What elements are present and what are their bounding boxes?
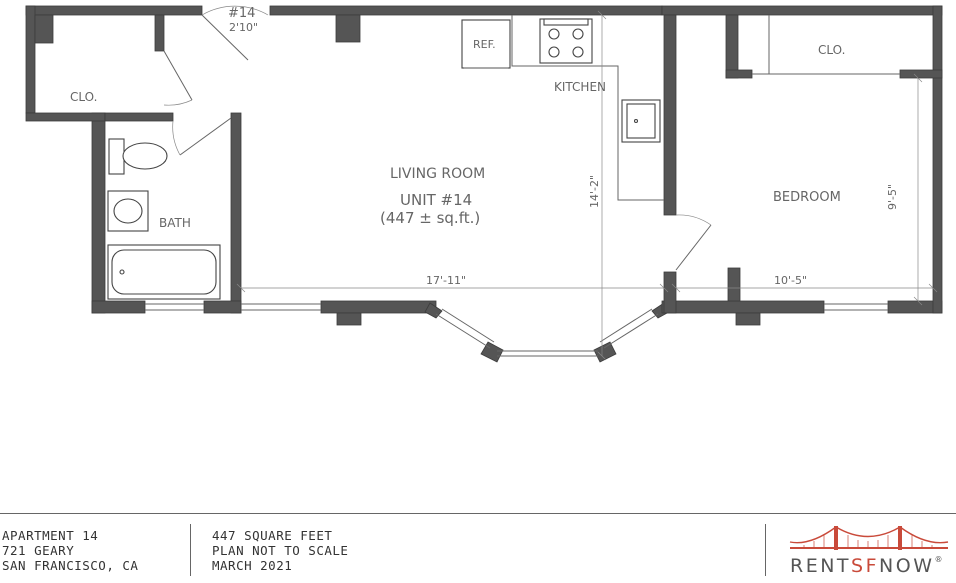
address-block: APARTMENT 14 721 GEARY SAN FRANCISCO, CA: [2, 528, 138, 573]
toilet-bowl: [122, 142, 168, 170]
wall-bay-left-corner: [480, 341, 504, 363]
kitchen-label: KITCHEN: [554, 80, 606, 94]
dim-ticks: [236, 10, 938, 361]
brand-registered: ®: [934, 555, 943, 564]
stove-panel: [543, 18, 589, 26]
bedroom-label: BEDROOM: [773, 190, 841, 205]
area-label: (447 ± sq.ft.): [380, 209, 480, 227]
wall-top-stub: [335, 14, 361, 43]
wall-left-closet: [25, 5, 36, 114]
dim-bed-depth: 9'-5": [886, 184, 899, 210]
burner-2: [572, 28, 584, 40]
entry-door-swing: [201, 5, 269, 16]
closet-left-label: CLO.: [70, 90, 97, 104]
fridge: [461, 19, 511, 69]
wall-top-right: [661, 5, 943, 16]
wall-step: [25, 112, 106, 122]
footer: APARTMENT 14 721 GEARY SAN FRANCISCO, CA…: [0, 513, 956, 583]
footer-divider-2: [765, 524, 766, 576]
sink-drain: [633, 118, 639, 124]
info-line-2: PLAN NOT TO SCALE: [212, 543, 349, 558]
footer-divider-1: [190, 524, 191, 576]
wall-bath-top: [104, 112, 174, 122]
bath-sink: [113, 198, 143, 224]
burner-3: [548, 46, 560, 58]
brand-sf: SF: [851, 555, 880, 577]
brand-now: NOW: [879, 555, 935, 577]
wall-bottom-bed-stub: [735, 312, 761, 326]
wall-bed-closet-right: [899, 69, 943, 79]
door-width: 2'10": [229, 21, 258, 34]
dim-bed-width: 10'-5": [774, 274, 807, 287]
wall-bottom-living-a: [320, 300, 437, 314]
wall-bottom-right-a: [661, 300, 825, 314]
bath-door-leaf: [179, 117, 232, 156]
wall-bath-right: [230, 112, 242, 314]
bath-door-swing: [172, 120, 181, 156]
wall-partition-upper: [663, 14, 677, 216]
wall-closet-stub: [34, 14, 54, 44]
tub-drain: [119, 269, 125, 275]
burner-4: [572, 46, 584, 58]
brand-rent: RENT: [790, 555, 852, 577]
wall-bay-left: [424, 302, 443, 319]
toilet-tank: [108, 138, 125, 175]
living-room-label: LIVING ROOM: [390, 166, 485, 182]
address-line-1: APARTMENT 14: [2, 528, 99, 543]
address-line-3: SAN FRANCISCO, CA: [2, 558, 139, 573]
wall-bed-stub: [727, 267, 741, 302]
bath-label: BATH: [159, 216, 191, 230]
bed-window: [824, 303, 888, 311]
door-number: #14: [228, 6, 255, 21]
burner-1: [548, 28, 560, 40]
entry-door-leaf: [201, 14, 249, 61]
wall-bed-closet-left: [725, 14, 739, 79]
wall-bed-closet-foot: [725, 69, 753, 79]
closet-door-swing: [163, 99, 193, 106]
wall-bottom-bath-a: [91, 300, 146, 314]
kitchen-counter: [511, 15, 664, 201]
info-line-1: 447 SQUARE FEET: [212, 528, 333, 543]
living-window: [241, 303, 321, 311]
closet-right-label: CLO.: [818, 43, 845, 57]
wall-left-bath: [91, 112, 106, 314]
wall-closet-divider: [154, 14, 165, 52]
wall-partition-lower: [663, 271, 677, 314]
dim-living-width: 17'-11": [426, 274, 466, 287]
bed-door-leaf: [675, 224, 712, 271]
wall-bay-right-corner: [593, 341, 617, 363]
bay-window-glass: [435, 308, 659, 357]
kitchen-sink-basin: [626, 103, 656, 139]
floor-plan: #14 2'10" CLO. REF. KITCHEN LIVING ROOM …: [25, 5, 943, 363]
brand-name: RENTSFNOW®: [790, 555, 943, 577]
wall-bottom-bath-b: [203, 300, 242, 314]
stove: [539, 18, 593, 64]
fridge-label: REF.: [473, 38, 496, 51]
brand-logo: RENTSFNOW®: [788, 524, 954, 580]
bed-door-swing: [675, 214, 712, 226]
address-line-2: 721 GEARY: [2, 543, 75, 558]
bath-window: [145, 303, 204, 311]
wall-top-main: [269, 5, 663, 16]
closet-door-leaf: [163, 50, 193, 101]
bridge-icon: [789, 526, 949, 550]
info-line-3: MARCH 2021: [212, 558, 293, 573]
dim-living-depth: 14'-2": [588, 175, 601, 208]
bathtub-inner: [111, 249, 217, 295]
wall-right: [932, 5, 943, 314]
unit-label: UNIT #14: [400, 191, 472, 209]
wall-top-left: [25, 5, 203, 16]
info-block: 447 SQUARE FEET PLAN NOT TO SCALE MARCH …: [212, 528, 348, 573]
wall-bottom-living-b: [336, 312, 362, 326]
